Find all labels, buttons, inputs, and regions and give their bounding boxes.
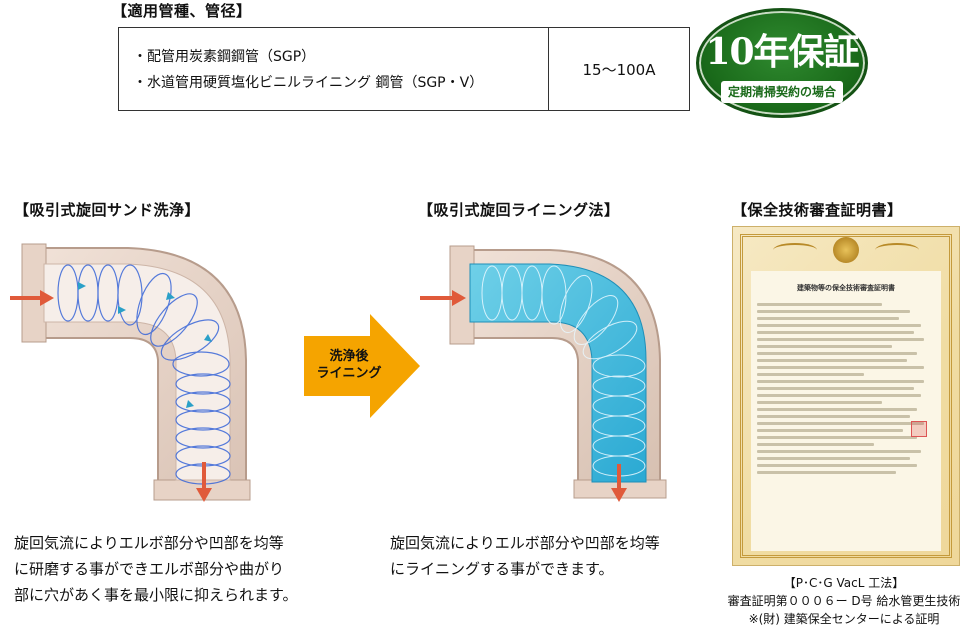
certificate-caption: 【P･C･G VacL 工法】 審査証明第０００６ー D号 給水管更生技術 ※(… [726, 574, 962, 628]
lining-description: 旋回気流によりエルボ部分や凹部を均等 にライニングする事ができます。 [390, 530, 660, 582]
certificate-frame [740, 234, 952, 558]
cert-section-heading: 【保全技術審査証明書】 [732, 201, 903, 219]
transition-arrow-label: 洗浄後 ライニング [304, 348, 394, 382]
pipe-types-cell: ・配管用炭素鋼鋼管（SGP） ・水道管用硬質塩化ビニルライニング 鋼管（SGP・… [119, 28, 549, 110]
sand-cleaning-illustration [10, 243, 251, 502]
certificate-body: 建築物等の保全技術審査証明書 [751, 271, 941, 551]
transition-arrow [304, 314, 420, 418]
certificate-stamp-icon [911, 421, 927, 437]
description-line: 旋回気流によりエルボ部分や凹部を均等 [14, 534, 284, 552]
badge-subtitle: 定期清掃契約の場合 [721, 81, 843, 103]
certificate-text-block [757, 303, 935, 474]
description-line: にライニングする事ができます。 [390, 560, 614, 578]
ten-year-warranty-badge: 10年保証 定期清掃契約の場合 [696, 8, 868, 118]
lining-illustration [420, 245, 667, 502]
sand-section-heading: 【吸引式旋回サンド洗浄】 [14, 201, 201, 219]
transition-line: ライニング [316, 366, 382, 381]
caption-line: 【P･C･G VacL 工法】 [783, 576, 905, 590]
pipe-table: ・配管用炭素鋼鋼管（SGP） ・水道管用硬質塩化ビニルライニング 鋼管（SGP・… [118, 27, 690, 111]
ornament-left [773, 243, 817, 257]
lining-section-heading: 【吸引式旋回ライニング法】 [418, 201, 620, 219]
caption-line: ※(財) 建築保全センターによる証明 [748, 612, 940, 626]
certificate-image: 建築物等の保全技術審査証明書 [732, 226, 960, 566]
certificate-title: 建築物等の保全技術審査証明書 [797, 284, 895, 292]
pipe-type-item: ・配管用炭素鋼鋼管（SGP） [133, 49, 316, 65]
pipe-section-heading: 【適用管種、管径】 [112, 2, 252, 20]
ornament-right [875, 243, 919, 257]
description-line: に研磨する事ができエルボ部分や曲がり [14, 560, 285, 578]
description-line: 旋回気流によりエルボ部分や凹部を均等 [390, 534, 660, 552]
pipe-diameter-cell: 15〜100A [582, 60, 656, 79]
pipe-type-item: ・水道管用硬質塩化ビニルライニング 鋼管（SGP・V） [133, 75, 484, 91]
caption-line: 審査証明第０００６ー D号 給水管更生技術 [727, 594, 961, 608]
transition-line: 洗浄後 [329, 349, 369, 364]
sand-description: 旋回気流によりエルボ部分や凹部を均等 に研磨する事ができエルボ部分や曲がり 部に… [14, 530, 298, 608]
description-line: 部に穴があく事を最小限に抑えられます。 [14, 586, 298, 604]
badge-title: 10年保証 [705, 31, 859, 73]
certificate-emblem-icon [833, 237, 859, 263]
